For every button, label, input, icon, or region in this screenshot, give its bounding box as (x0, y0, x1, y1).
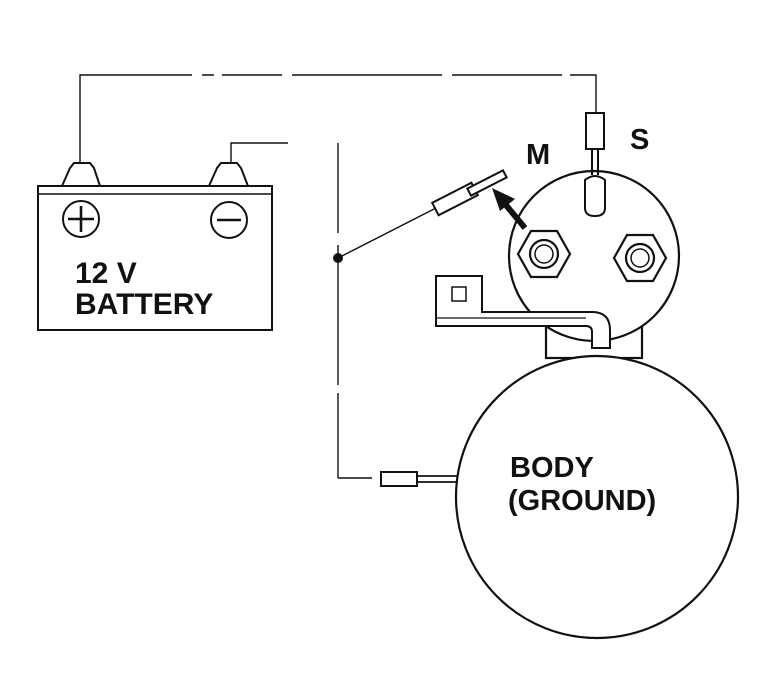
m-terminal-label: M (526, 139, 550, 171)
m-lead-connector (430, 169, 508, 217)
m-lead-wire (337, 207, 437, 259)
strap-bolt-hole (451, 286, 467, 302)
m-terminal-nut (516, 229, 572, 279)
m-terminal-strap (435, 275, 611, 349)
m-connector-tip (466, 169, 508, 197)
s-terminal-connector (584, 112, 606, 218)
battery-negative-post (207, 162, 250, 187)
wire-junction-dot (333, 253, 343, 263)
battery-voltage-label: 12 V (75, 257, 137, 290)
s-terminal-nut (612, 233, 668, 283)
s-connector-sleeve (585, 112, 605, 150)
starter-motor (435, 169, 740, 640)
s-connector-spade (584, 175, 606, 218)
wires (79, 74, 597, 479)
battery-name-label: BATTERY (75, 288, 213, 321)
ground-label: (GROUND) (508, 485, 656, 517)
body-label: BODY (510, 452, 594, 484)
ground-lead-connector (380, 471, 458, 487)
ground-connector-body (380, 471, 418, 487)
positive-lead-wire (79, 74, 597, 163)
battery (37, 162, 273, 331)
battery-positive-post (60, 162, 102, 187)
disconnect-arrow-icon (492, 188, 528, 230)
motor-body (454, 354, 740, 640)
negative-lead-wire (230, 142, 288, 163)
s-terminal-label: S (630, 124, 649, 156)
